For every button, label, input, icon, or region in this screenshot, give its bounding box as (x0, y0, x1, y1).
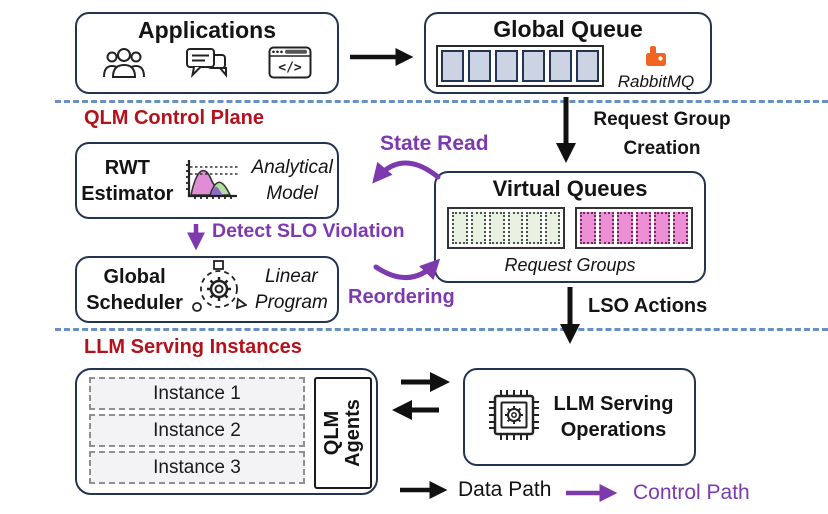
applications-icons: </> (77, 44, 337, 85)
instance-row-1: Instance 1 (89, 377, 305, 410)
queue-slot (489, 212, 505, 244)
chat-icon (185, 46, 229, 85)
virtual-queues-title: Virtual Queues (492, 176, 648, 201)
serving-section-label: LLM Serving Instances (84, 336, 302, 358)
arrow-state-read (372, 160, 441, 184)
queue-slot (507, 212, 523, 244)
global-queue-slots (436, 45, 604, 87)
analytical-model-label: Analytical Model (251, 156, 333, 204)
arrow-reordering (373, 258, 441, 281)
applications-box: Applications (75, 12, 339, 94)
qlm-agents-label: QLM Agents (321, 399, 365, 467)
request-group-creation-label: Request Group Creation (593, 109, 731, 160)
instances-box: Instance 1 Instance 2 Instance 3 QLM Age… (75, 368, 378, 495)
global-scheduler-title: Global Scheduler (86, 265, 183, 314)
llm-serving-operations-title: LLM Serving Operations (553, 393, 674, 441)
queue-slot (468, 50, 491, 82)
queue-slot (526, 212, 542, 244)
detect-slo-label: Detect SLO Violation (212, 220, 405, 242)
control-path-label: Control Path (633, 481, 750, 504)
queue-slot (495, 50, 518, 82)
queue-slot (635, 212, 651, 244)
instance-row-2: Instance 2 (89, 414, 305, 447)
global-queue-box: Global Queue RabbitMQ (424, 12, 712, 94)
rwt-estimator-title: RWT Estimator (81, 156, 174, 205)
applications-title: Applications (137, 17, 276, 43)
queue-slot (580, 212, 596, 244)
queue-slot (576, 50, 599, 82)
queue-slot (598, 212, 614, 244)
rwt-estimator-box: RWT Estimator (75, 142, 339, 219)
lso-actions-label: LSO Actions (588, 295, 708, 317)
queue-slot (654, 212, 670, 244)
virtual-queue-group-green (447, 207, 565, 249)
virtual-queue-group-pink (575, 207, 693, 249)
queue-slot (549, 50, 572, 82)
request-groups-caption: Request Groups (504, 255, 636, 275)
state-read-label: State Read (380, 132, 489, 155)
rabbitmq-icon (644, 45, 668, 72)
queue-slot (617, 212, 633, 244)
svg-text:</>: </> (278, 61, 302, 76)
analytical-model-icon (181, 152, 243, 209)
optimization-gear-icon (191, 259, 248, 320)
queue-slot (544, 212, 560, 244)
separator-control-plane (55, 100, 828, 103)
qlm-agents-box: QLM Agents (314, 377, 372, 489)
queue-slot (522, 50, 545, 82)
virtual-queues-box: Virtual Queues Request Groups (434, 171, 706, 283)
queue-slot (672, 212, 688, 244)
queue-slot (441, 50, 464, 82)
instance-row-3: Instance 3 (89, 451, 305, 484)
data-path-label: Data Path (458, 478, 552, 501)
llm-serving-operations-box: LLM Serving Operations (463, 368, 696, 466)
rabbitmq-label: RabbitMQ (617, 72, 695, 91)
linear-program-label: Linear Program (254, 265, 328, 313)
queue-slot (452, 212, 468, 244)
control-plane-section-label: QLM Control Plane (84, 107, 264, 129)
users-icon (101, 46, 147, 85)
rabbitmq-block: RabbitMQ (612, 45, 700, 90)
separator-serving (55, 328, 828, 331)
chip-gear-icon (485, 386, 543, 449)
reordering-label: Reordering (348, 286, 455, 308)
global-scheduler-box: Global Scheduler (75, 256, 339, 323)
code-window-icon: </> (267, 46, 313, 85)
global-queue-title: Global Queue (493, 16, 643, 42)
queue-slot (470, 212, 486, 244)
